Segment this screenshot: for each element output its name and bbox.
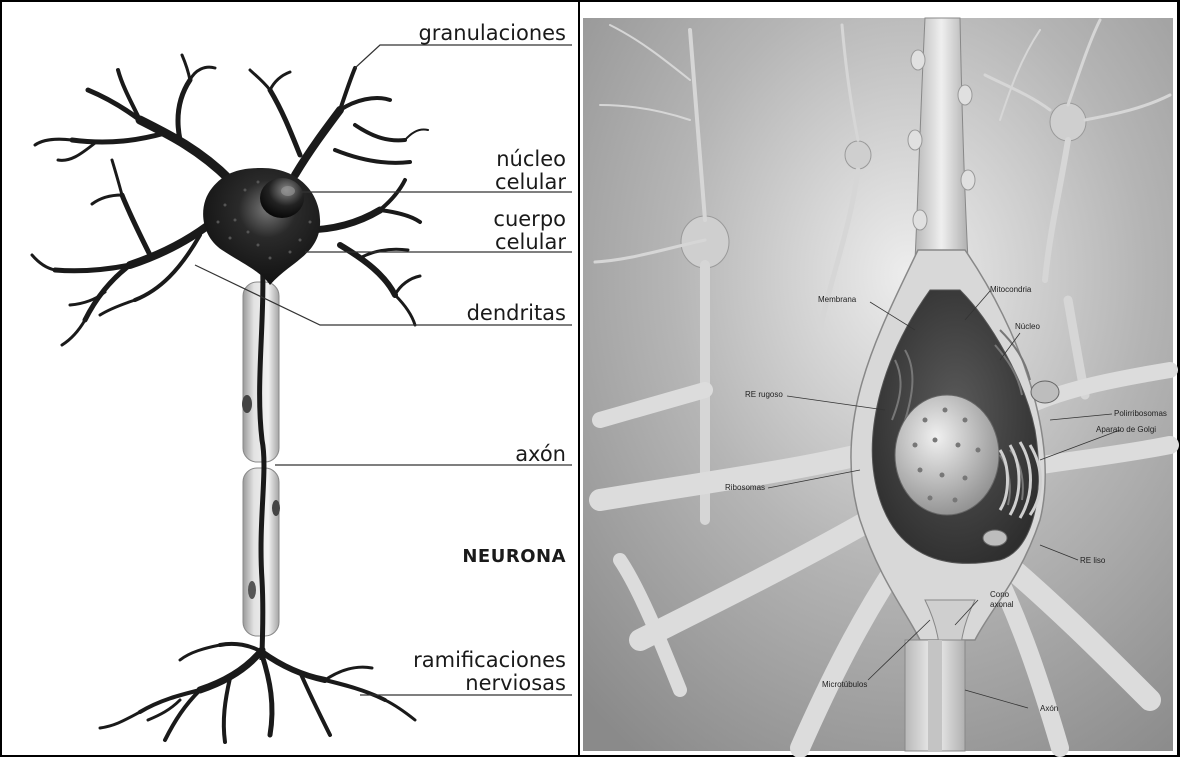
label-axon: axón: [515, 442, 566, 466]
label-ribosomas: Ribosomas: [725, 483, 765, 492]
label-cono-line1: Cono: [990, 590, 1010, 599]
label-dendritas: dendritas: [467, 301, 566, 325]
label-aparato-golgi: Aparato de Golgi: [1096, 425, 1156, 434]
label-mitocondria: Mitocondria: [990, 285, 1032, 294]
label-cono-line2: axonal: [990, 600, 1014, 609]
label-re-liso: RE liso: [1080, 556, 1106, 565]
figure-title: NEURONA: [462, 546, 566, 567]
label-nucleo-line1: núcleo: [496, 147, 566, 171]
label-cuerpo-line2: celular: [495, 230, 566, 254]
nucleus-sphere: [895, 395, 999, 515]
neuron-cutaway-illustration: Membrana Mitocondria Núcleo RE rugoso Po…: [583, 18, 1173, 751]
label-granulaciones: granulaciones: [418, 21, 566, 45]
label-ramificaciones-line2: nerviosas: [465, 671, 566, 695]
label-cuerpo-line1: cuerpo: [493, 207, 566, 231]
cell-nucleus: [260, 178, 304, 218]
label-nucleo-line2: celular: [495, 170, 566, 194]
label-ramificaciones-line1: ramificaciones: [413, 648, 566, 672]
label-axon-right: Axón: [1040, 704, 1058, 713]
label-membrana: Membrana: [818, 295, 857, 304]
neuron-drawing: granulaciones núcleo celular cuerpo celu…: [32, 21, 572, 742]
label-nucleo: Núcleo: [1015, 322, 1040, 331]
label-re-rugoso: RE rugoso: [745, 390, 783, 399]
label-microtubulos: Microtúbulos: [822, 680, 867, 689]
cell-body: [203, 168, 320, 285]
label-polirribosomas: Polirribosomas: [1114, 409, 1167, 418]
